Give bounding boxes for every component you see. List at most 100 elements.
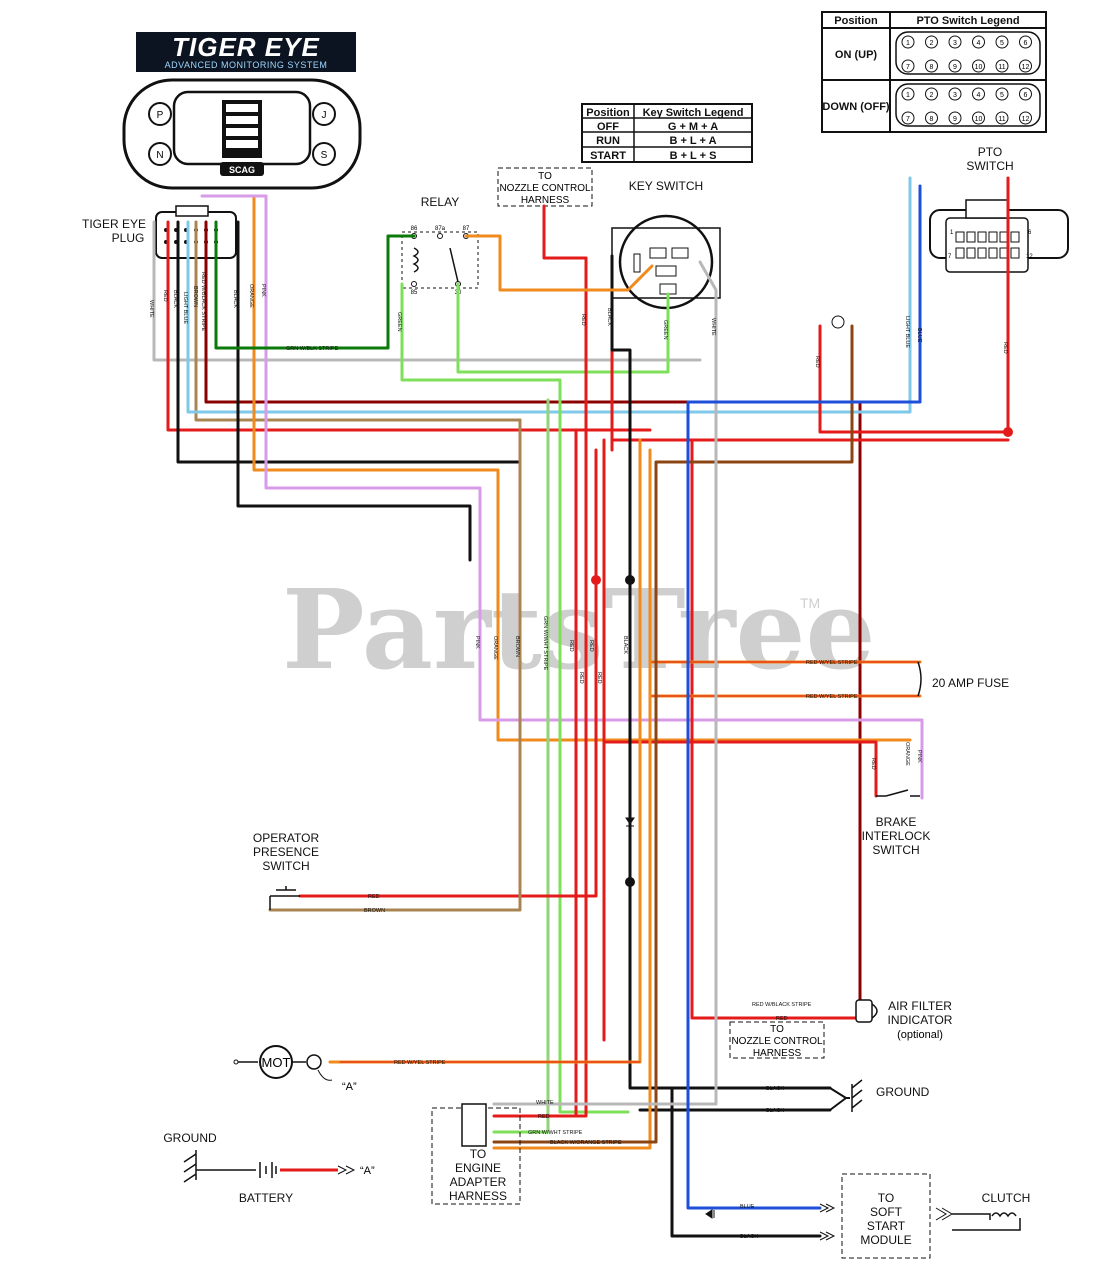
panel-button-icon <box>148 142 172 166</box>
pto-switch-cell <box>977 247 987 259</box>
pto-pin-circle <box>901 87 915 101</box>
pto-pin-circle <box>995 59 1009 73</box>
relay-pin-label: 85 <box>411 290 418 296</box>
pto-pin-number: 4 <box>977 40 981 47</box>
wire-label: RED W/YEL STRIPE <box>394 1060 446 1066</box>
pto-pin-number: 2 <box>930 92 934 99</box>
wire-label: RED <box>814 356 820 368</box>
panel-button-icon <box>312 102 336 126</box>
wire-label: BLACK <box>766 1086 784 1092</box>
wire-label: GRN W/WHT STRIPE <box>542 616 548 671</box>
pto-pin-circle <box>1019 87 1032 101</box>
wire-label: LIGHT BLUE <box>182 292 188 324</box>
panel-button-icon <box>148 102 172 126</box>
wire-label: PINK <box>260 284 266 297</box>
wire-label: WHITE <box>148 300 154 318</box>
pto-switch: 1 6 7 12 <box>929 199 1069 273</box>
pto-legend-header-position: Position <box>834 15 878 27</box>
pto-pin-circle <box>901 111 915 125</box>
wire-label: GRN W/WHT STRIPE <box>528 1130 583 1136</box>
wire-red-plug <box>166 220 652 432</box>
junction-dot <box>591 575 601 585</box>
pto-pin-number: 9 <box>953 116 957 123</box>
wire-red-yel <box>328 438 922 1064</box>
wire-red-pto <box>610 176 1010 442</box>
wire-label: RED <box>870 758 876 770</box>
relay-pin-label: 87a <box>435 226 446 232</box>
pto-legend-row-off: DOWN (OFF) <box>822 101 890 113</box>
wire-white-plug <box>152 220 702 362</box>
operator-label: SWITCH <box>262 859 309 873</box>
diode-icon <box>625 817 635 827</box>
watermark-tm: TM <box>800 595 820 611</box>
wire-label: RED <box>568 640 574 652</box>
key-legend-row-value: B + L + S <box>670 150 717 162</box>
pto-pin-number: 4 <box>977 92 981 99</box>
relay-pin-label: 87 <box>463 226 470 232</box>
operator-label: PRESENCE <box>253 845 319 859</box>
key-legend-table: Position Key Switch Legend OFF G + M + A… <box>581 103 753 163</box>
pto-pin-number: 2 <box>930 40 934 47</box>
wire-label: GREEN <box>396 312 402 332</box>
pto-pin-number: 1 <box>906 92 910 99</box>
pto-pin-number: 1 <box>906 40 910 47</box>
wire-label: PINK <box>474 636 480 649</box>
engine-harness: TO ENGINE ADAPTER HARNESS <box>431 1103 521 1205</box>
pto-pin-number: 11 <box>998 64 1005 71</box>
battery: GROUND “A” BATTERY <box>163 1131 375 1205</box>
wire-label: BROWN <box>192 286 198 307</box>
key-legend-row-value: B + L + A <box>669 135 716 147</box>
wire-label: RED <box>538 1114 550 1120</box>
pto-pin-circle <box>995 35 1009 49</box>
wire-black-2 <box>236 220 472 562</box>
pto-pin-circle <box>948 59 962 73</box>
wire-black-soft <box>670 1086 822 1238</box>
pto-pin-circle <box>972 87 985 101</box>
wire-label: BROWN <box>364 908 385 914</box>
pto-switch-cell <box>1010 247 1020 259</box>
pto-switch-label: SWITCH <box>966 159 1013 173</box>
wire-label: BLACK <box>172 290 178 308</box>
brake-label: INTERLOCK <box>862 829 931 843</box>
pto-pin-circle <box>901 35 915 49</box>
diode-icon <box>705 1209 715 1219</box>
lamp-icon <box>831 315 845 329</box>
pto-pin-circle <box>925 59 938 73</box>
pto-pin-circle <box>972 35 985 49</box>
wire-label: RED W/YEL STRIPE <box>806 694 858 700</box>
logo-subtitle: ADVANCED MONITORING SYSTEM <box>165 60 328 70</box>
wire-label: WHITE <box>536 1100 554 1106</box>
wire-label: BLACK <box>740 1234 758 1240</box>
relay-label: RELAY <box>421 195 459 209</box>
ground-icon <box>183 1150 197 1183</box>
pto-pin-label: 7 <box>948 254 952 260</box>
wire-label: RED W/BLACK STRIPE <box>752 1002 812 1008</box>
nozzle-top-line: NOZZLE CONTROL <box>499 183 591 194</box>
pto-switch-cell <box>955 247 965 259</box>
pto-pin-circle <box>901 59 915 73</box>
operator-label: OPERATOR <box>253 831 320 845</box>
relay-coil-icon <box>412 247 419 273</box>
wire-label: BROWN <box>514 636 520 657</box>
pto-switch-cell <box>988 231 998 243</box>
wire-red-3 <box>594 438 606 1042</box>
pto-switch-cell <box>966 247 976 259</box>
pto-pin-number: 7 <box>906 64 910 71</box>
brake-label: SWITCH <box>872 843 919 857</box>
air-filter: AIR FILTER INDICATOR (optional) <box>855 999 953 1041</box>
nozzle-bottom-line: NOZZLE CONTROL <box>731 1036 823 1047</box>
pto-pin-circle <box>925 111 938 125</box>
wire-blue <box>686 184 922 1210</box>
pto-pin-number: 12 <box>1022 116 1030 123</box>
wire-label: GRN W/BLK STRIPE <box>286 346 339 352</box>
pto-pin-number: 12 <box>1022 64 1030 71</box>
junction-dot <box>625 877 635 887</box>
wire-orange-plug <box>252 194 912 742</box>
motor-tag: “A” <box>342 1081 357 1093</box>
wire-light-blue-plug <box>186 176 912 414</box>
pto-pin-circle <box>1019 59 1032 73</box>
nozzle-control-bottom: TO NOZZLE CONTROL HARNESS <box>729 1021 825 1059</box>
tiger-eye-panel: SCAG P N J S <box>122 78 362 190</box>
pto-pin-circle <box>972 111 985 125</box>
